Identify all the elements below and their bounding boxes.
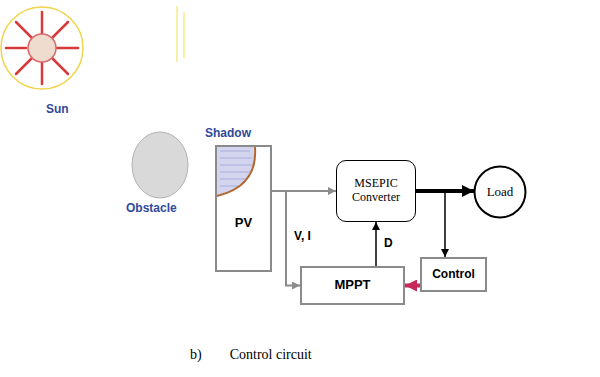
obstacle-ellipse xyxy=(132,132,188,198)
sun-ray xyxy=(41,12,44,34)
light-ray xyxy=(183,12,185,58)
node-text: Load xyxy=(487,185,514,200)
sun-ray xyxy=(52,22,68,38)
obstacle-symbol xyxy=(132,132,188,198)
shadow-hatch xyxy=(220,151,252,186)
sun-symbol xyxy=(1,7,83,89)
connector-arrow xyxy=(405,284,420,288)
node-text: PV xyxy=(235,216,252,231)
obstacle-label: Obstacle xyxy=(126,201,177,215)
connector-arrow xyxy=(416,191,445,257)
node-text: MPPT xyxy=(334,278,370,293)
node-text: MSEPIC Converter xyxy=(337,177,415,205)
figure-caption: b) Control circuit xyxy=(190,347,312,363)
sun-ray xyxy=(6,47,26,50)
sun-rays xyxy=(6,12,78,84)
label-text: Shadow xyxy=(205,126,251,140)
control-box: Control xyxy=(420,257,487,292)
load-circle: Load xyxy=(474,166,526,218)
converter-box: MSEPIC Converter xyxy=(336,160,416,222)
sun-halo xyxy=(1,7,83,89)
shadow-edge xyxy=(217,147,255,196)
shadow-label: Shadow xyxy=(205,126,251,140)
label-text: Obstacle xyxy=(126,201,177,215)
shadow-fill xyxy=(217,147,255,196)
sun-ray xyxy=(41,62,44,84)
mppt-box: MPPT xyxy=(300,266,405,305)
signal-label: D xyxy=(382,236,395,250)
label-text: Sun xyxy=(46,102,69,116)
node-text: Control xyxy=(432,268,475,282)
light-ray xyxy=(176,6,178,62)
pv-panel: PV xyxy=(215,145,272,272)
sun-ray xyxy=(56,47,78,50)
signal-label: V, I xyxy=(292,229,313,243)
circle-shape xyxy=(475,167,526,218)
sun-disc xyxy=(28,34,56,62)
sun-ray xyxy=(52,58,68,74)
light-rays xyxy=(177,6,184,62)
sun-label: Sun xyxy=(46,102,69,116)
shadow-region xyxy=(217,147,255,196)
connector-arrow xyxy=(375,222,377,266)
sun-ray xyxy=(16,58,32,74)
sun-ray xyxy=(16,22,32,38)
